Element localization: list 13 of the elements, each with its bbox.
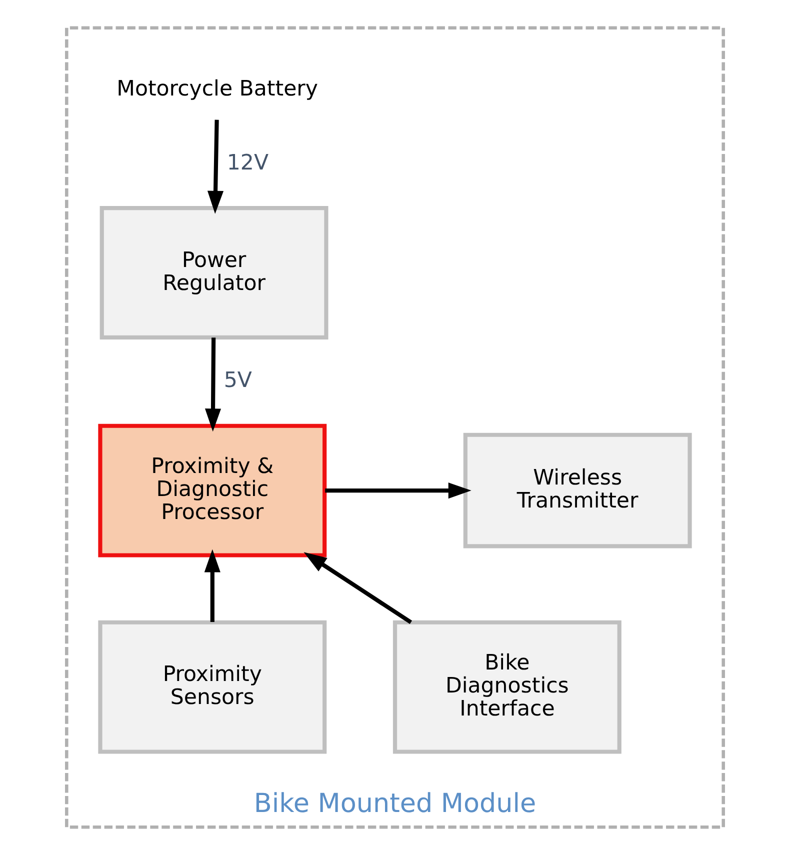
node-box: Wireless Transmitter bbox=[463, 432, 692, 548]
node-text: Motorcycle Battery bbox=[116, 76, 318, 102]
arrow bbox=[207, 120, 224, 214]
edge-label: 12V bbox=[226, 150, 269, 176]
arrow bbox=[325, 482, 472, 499]
arrow bbox=[204, 549, 220, 622]
node-box: Bike Diagnostics Interface bbox=[392, 620, 622, 754]
edge-label: 5V bbox=[224, 368, 252, 394]
node-box: Proximity & Diagnostic Processor bbox=[98, 424, 327, 558]
arrow bbox=[304, 552, 412, 624]
arrow bbox=[204, 338, 222, 432]
node-box: Power Regulator bbox=[100, 206, 328, 340]
node-box: Proximity Sensors bbox=[98, 620, 327, 754]
